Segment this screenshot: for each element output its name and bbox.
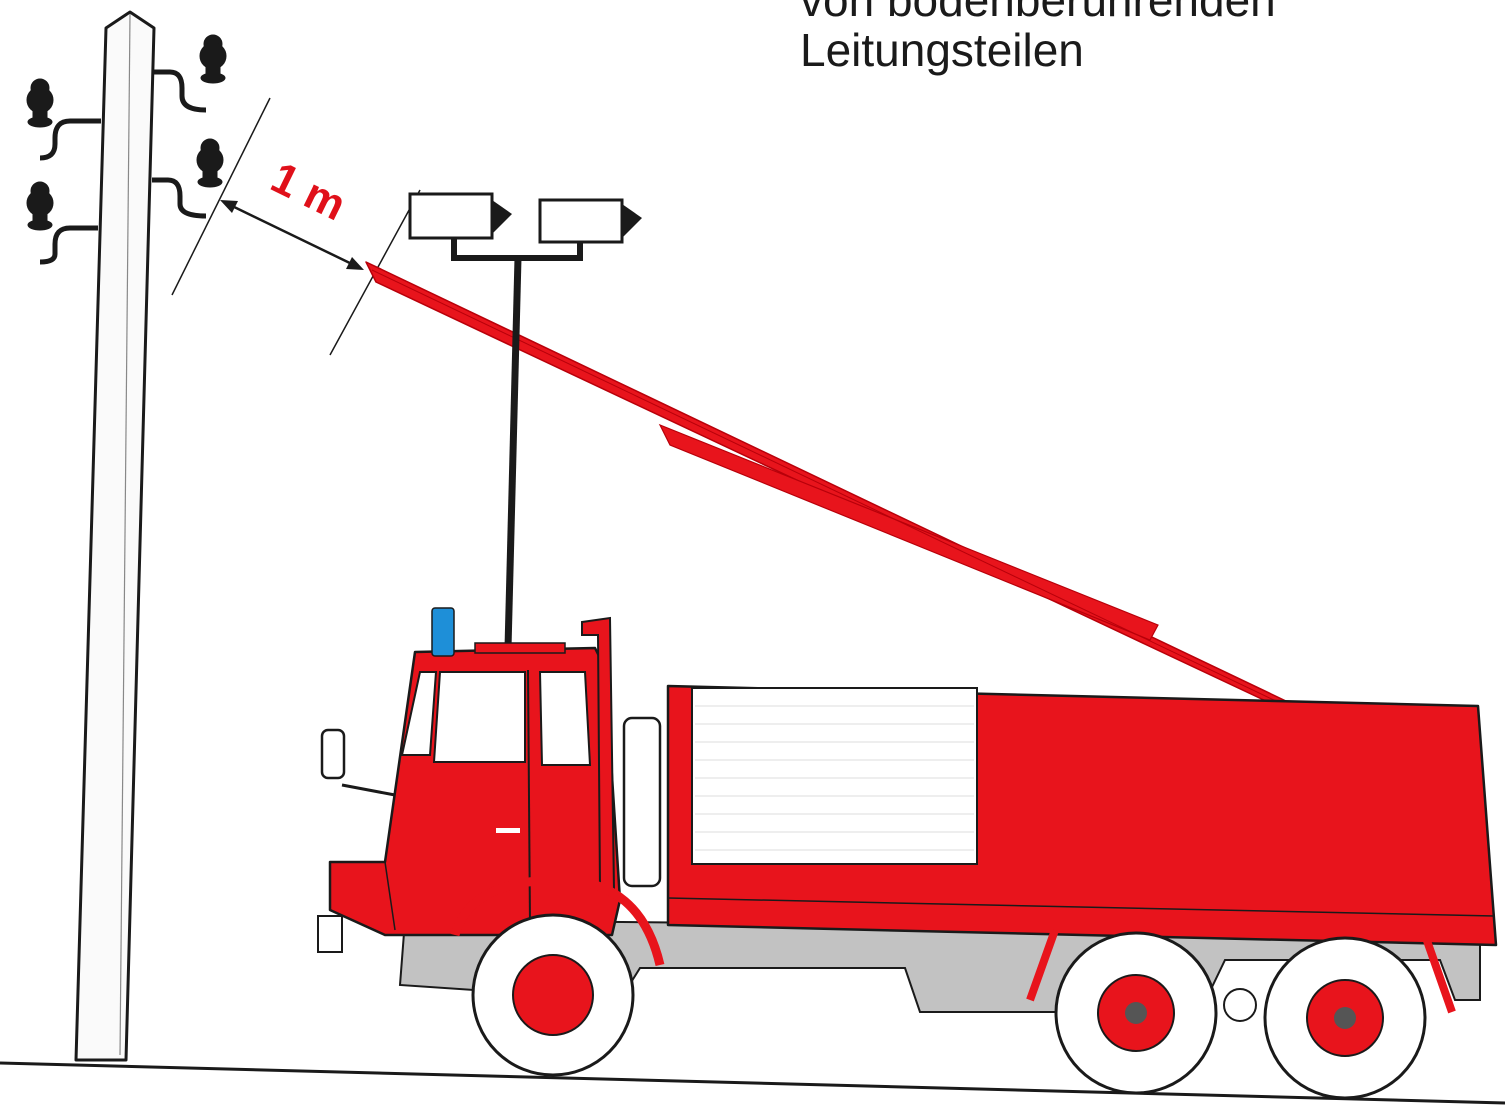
door-handle xyxy=(496,828,520,833)
insulator-icon xyxy=(154,35,226,110)
fire-truck xyxy=(318,608,1496,1098)
clearance-dimension: 1 m xyxy=(172,98,420,355)
insulator-icon xyxy=(152,139,223,216)
floodlight-icon xyxy=(540,200,642,242)
ground-line xyxy=(0,1063,1505,1103)
cab-rear-panel xyxy=(624,718,660,886)
caption-line-2: Leitungsteilen xyxy=(800,24,1084,76)
dimension-label: 1 m xyxy=(264,153,354,230)
rear-wheel-1 xyxy=(1056,933,1216,1093)
cab-roof xyxy=(475,643,565,653)
front-wheel xyxy=(473,915,633,1075)
blue-light-icon xyxy=(432,608,454,656)
rear-window xyxy=(540,672,590,765)
caption-line-1: von bodenberührenden xyxy=(800,0,1276,26)
boom-section xyxy=(660,425,1158,640)
axle-hub xyxy=(1224,989,1256,1021)
floodlight-icon xyxy=(410,194,512,238)
insulator-icon xyxy=(27,79,101,158)
mirror-arm xyxy=(342,785,395,795)
utility-pole xyxy=(76,12,154,1060)
light-mast xyxy=(410,194,642,648)
mast-pole xyxy=(508,258,518,648)
rear-wheel-2 xyxy=(1265,938,1425,1098)
side-mirror xyxy=(322,730,344,778)
caption: von bodenberührenden Leitungsteilen xyxy=(800,0,1276,76)
front-bumper xyxy=(318,916,342,952)
insulator-icon xyxy=(27,182,98,262)
door-window xyxy=(434,672,525,762)
extension-line-pole xyxy=(172,98,270,295)
roller-shutter xyxy=(692,688,977,864)
aerial-boom xyxy=(366,262,1288,702)
pole-body xyxy=(76,12,154,1060)
